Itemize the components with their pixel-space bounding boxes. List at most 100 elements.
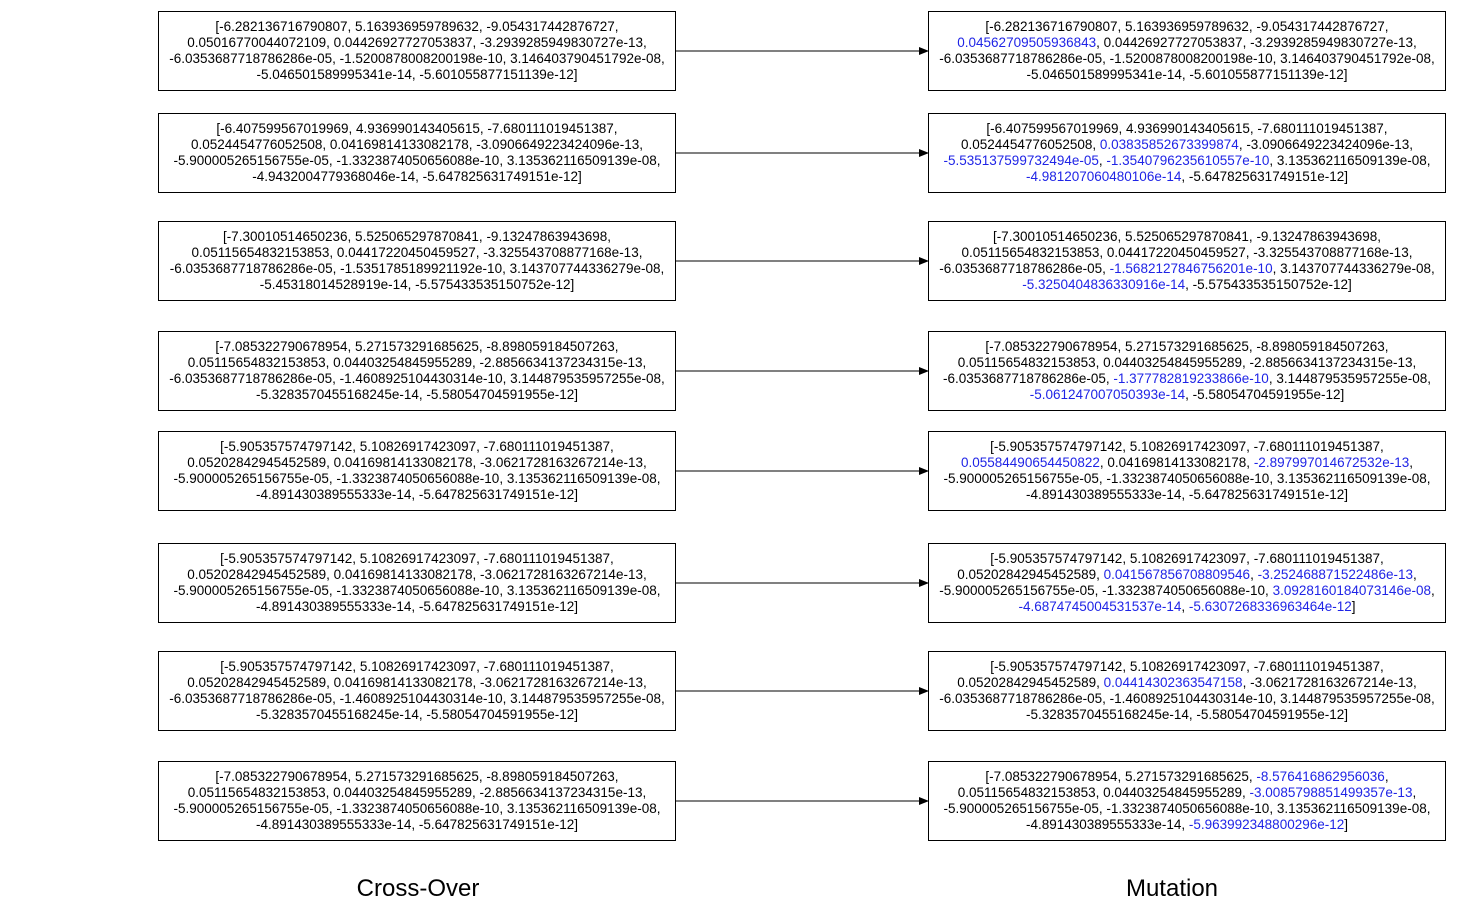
gene-text: [-6.407599567019969, 4.936990143405615, … bbox=[986, 121, 1388, 136]
crossover-chromosome-box: [-7.085322790678954, 5.271573291685625, … bbox=[158, 331, 676, 411]
gene-text: , bbox=[1098, 153, 1107, 168]
gene-text: 0.05115654832153853, 0.04403254845955289… bbox=[957, 355, 1417, 370]
crossover-gene-line: [-6.282136716790807, 5.163936959789632, … bbox=[215, 19, 619, 34]
gene-text: , 3.143707744336279e-08, bbox=[1272, 261, 1435, 276]
gene-text: [-5.905357574797142, 5.10826917423097, -… bbox=[990, 439, 1384, 454]
mutated-gene: -4.981207060480106e-14 bbox=[1025, 169, 1182, 184]
mutation-chromosome-box: [-5.905357574797142, 5.10826917423097, -… bbox=[928, 543, 1446, 623]
mutation-chromosome-box: [-5.905357574797142, 5.10826917423097, -… bbox=[928, 651, 1446, 731]
gene-text: -5.900005265156755e-05, -1.3323874050656… bbox=[939, 583, 1273, 598]
gene-text: , 3.135362116509139e-08, bbox=[1269, 153, 1431, 168]
gene-text: 0.0524454776052508, bbox=[961, 137, 1100, 152]
crossover-chromosome-box: [-6.407599567019969, 4.936990143405615, … bbox=[158, 113, 676, 193]
crossover-gene-line: 0.05202842945452589, 0.04169814133082178… bbox=[187, 675, 647, 690]
gene-text: [-7.30010514650236, 5.525065297870841, -… bbox=[992, 229, 1382, 244]
mutated-gene: -4.6874745004531537e-14 bbox=[1018, 599, 1182, 614]
crossover-gene-line: [-6.407599567019969, 4.936990143405615, … bbox=[216, 121, 618, 136]
crossover-gene-line: -4.891430389555333e-14, -5.6478256317491… bbox=[255, 599, 579, 614]
crossover-gene-line: -6.0353687718786286e-05, -1.520087800820… bbox=[169, 51, 665, 66]
gene-text: [-7.085322790678954, 5.271573291685625, … bbox=[985, 339, 1389, 354]
gene-text: [-5.905357574797142, 5.10826917423097, -… bbox=[990, 659, 1384, 674]
mutation-chromosome-box: [-5.905357574797142, 5.10826917423097, -… bbox=[928, 431, 1446, 511]
mutated-gene: -8.576416862956036 bbox=[1256, 769, 1385, 784]
crossover-gene-line: -5.046501589995341e-14, -5.6010558771511… bbox=[256, 67, 578, 82]
mutated-gene: 0.04562709505936843 bbox=[957, 35, 1097, 50]
crossover-gene-line: -6.0353687718786286e-05, -1.535178518992… bbox=[169, 261, 665, 276]
crossover-gene-line: -6.0353687718786286e-05, -1.460892510443… bbox=[169, 371, 665, 386]
gene-text: , -5.647825631749151e-12] bbox=[1181, 169, 1349, 184]
gene-text: , 0.04169814133082178, bbox=[1099, 455, 1254, 470]
mutated-gene: -2.897997014672532e-13 bbox=[1253, 455, 1410, 470]
gene-text: ] bbox=[1351, 599, 1356, 614]
crossover-gene-line: -5.3283570455168245e-14, -5.580547045919… bbox=[255, 387, 579, 402]
mutated-gene: 0.03835852673399874 bbox=[1099, 137, 1239, 152]
crossover-chromosome-box: [-5.905357574797142, 5.10826917423097, -… bbox=[158, 651, 676, 731]
crossover-gene-line: 0.05016770044072109, 0.04426927727053837… bbox=[187, 35, 647, 50]
mutation-chromosome-box: [-6.282136716790807, 5.163936959789632, … bbox=[928, 11, 1446, 91]
gene-text: , bbox=[1250, 567, 1258, 582]
gene-text: , bbox=[1181, 599, 1189, 614]
gene-text: -6.0353687718786286e-05, bbox=[939, 261, 1110, 276]
gene-text: , bbox=[1384, 769, 1389, 784]
gene-text: [-7.085322790678954, 5.271573291685625, bbox=[985, 769, 1257, 784]
crossover-chromosome-box: [-7.30010514650236, 5.525065297870841, -… bbox=[158, 221, 676, 301]
gene-text: -4.891430389555333e-14, bbox=[1025, 817, 1189, 832]
crossover-chromosome-box: [-7.085322790678954, 5.271573291685625, … bbox=[158, 761, 676, 841]
crossover-gene-line: [-7.085322790678954, 5.271573291685625, … bbox=[215, 339, 619, 354]
crossover-gene-line: [-7.30010514650236, 5.525065297870841, -… bbox=[222, 229, 612, 244]
gene-text: , bbox=[1409, 455, 1413, 470]
mutation-chromosome-box: [-7.30010514650236, 5.525065297870841, -… bbox=[928, 221, 1446, 301]
crossover-gene-line: 0.05202842945452589, 0.04169814133082178… bbox=[187, 567, 647, 582]
crossover-gene-line: -5.900005265156755e-05, -1.3323874050656… bbox=[173, 471, 661, 486]
crossover-gene-line: -5.900005265156755e-05, -1.3323874050656… bbox=[173, 583, 661, 598]
gene-text: -5.046501589995341e-14, -5.6010558771511… bbox=[1026, 67, 1348, 82]
mutated-gene: -5.3250404836330916e-14 bbox=[1022, 277, 1186, 292]
crossover-gene-line: -5.45318014528919e-14, -5.57543353515075… bbox=[259, 277, 575, 292]
gene-text: -6.0353687718786286e-05, -1.460892510443… bbox=[939, 691, 1435, 706]
crossover-gene-line: 0.05115654832153853, 0.04403254845955289… bbox=[187, 785, 647, 800]
gene-text: , -5.58054704591955e-12] bbox=[1185, 387, 1345, 402]
crossover-gene-line: -5.900005265156755e-05, -1.3323874050656… bbox=[173, 153, 661, 168]
mutated-gene: -1.377782819233866e-10 bbox=[1113, 371, 1269, 386]
gene-text: 0.05115654832153853, 0.04417220450459527… bbox=[961, 245, 1413, 260]
gene-text: , -5.575433535150752e-12] bbox=[1185, 277, 1352, 292]
crossover-gene-line: [-5.905357574797142, 5.10826917423097, -… bbox=[220, 439, 614, 454]
gene-text: 0.05202842945452589, bbox=[957, 567, 1104, 582]
mutation-chromosome-box: [-7.085322790678954, 5.271573291685625, … bbox=[928, 331, 1446, 411]
crossover-gene-line: -5.900005265156755e-05, -1.3323874050656… bbox=[173, 801, 661, 816]
gene-text: [-5.905357574797142, 5.10826917423097, -… bbox=[990, 551, 1384, 566]
gene-text: 0.05115654832153853, 0.04403254845955289… bbox=[957, 785, 1250, 800]
mutated-gene: 0.05584490654450822 bbox=[961, 455, 1100, 470]
crossover-chromosome-box: [-5.905357574797142, 5.10826917423097, -… bbox=[158, 431, 676, 511]
crossover-chromosome-box: [-5.905357574797142, 5.10826917423097, -… bbox=[158, 543, 676, 623]
gene-text: , 3.144879535957255e-08, bbox=[1268, 371, 1431, 386]
gene-text: , 0.04426927727053837, -3.29392859498307… bbox=[1096, 35, 1417, 50]
mutated-gene: -3.252468871522486e-13 bbox=[1257, 567, 1413, 582]
gene-text: -6.0353687718786286e-05, bbox=[943, 371, 1114, 386]
crossover-gene-line: 0.05115654832153853, 0.04403254845955289… bbox=[187, 355, 647, 370]
gene-text: ] bbox=[1344, 817, 1349, 832]
gene-text: , bbox=[1412, 785, 1417, 800]
crossover-gene-line: -4.891430389555333e-14, -5.6478256317491… bbox=[255, 487, 579, 502]
crossover-gene-line: 0.05115654832153853, 0.04417220450459527… bbox=[191, 245, 643, 260]
crossover-chromosome-box: [-6.282136716790807, 5.163936959789632, … bbox=[158, 11, 676, 91]
mutation-chromosome-box: [-7.085322790678954, 5.271573291685625, … bbox=[928, 761, 1446, 841]
mutated-gene: 3.0928160184073146e-08 bbox=[1272, 583, 1431, 598]
crossover-label: Cross-Over bbox=[356, 875, 480, 902]
gene-text: , -3.0621728163267214e-13, bbox=[1242, 675, 1417, 690]
gene-text: [-6.282136716790807, 5.163936959789632, … bbox=[985, 19, 1389, 34]
gene-text: , bbox=[1412, 567, 1417, 582]
mutated-gene: -1.3540796235610557e-10 bbox=[1106, 153, 1270, 168]
mutated-gene: -1.5682127846756201e-10 bbox=[1109, 261, 1273, 276]
gene-text: -5.900005265156755e-05, -1.3323874050656… bbox=[943, 801, 1431, 816]
gene-text: -5.3283570455168245e-14, -5.580547045919… bbox=[1025, 707, 1349, 722]
crossover-gene-line: [-7.085322790678954, 5.271573291685625, … bbox=[215, 769, 619, 784]
mutated-gene: -3.0085798851499357e-13 bbox=[1249, 785, 1413, 800]
mutated-gene: -5.963992348800296e-12 bbox=[1188, 817, 1345, 832]
crossover-gene-line: -4.891430389555333e-14, -5.6478256317491… bbox=[255, 817, 579, 832]
mutated-gene: 0.04414302363547158 bbox=[1103, 675, 1243, 690]
crossover-gene-line: -5.3283570455168245e-14, -5.580547045919… bbox=[255, 707, 579, 722]
gene-text: , bbox=[1430, 583, 1435, 598]
mutated-gene: -5.535137599732494e-05 bbox=[943, 153, 1099, 168]
